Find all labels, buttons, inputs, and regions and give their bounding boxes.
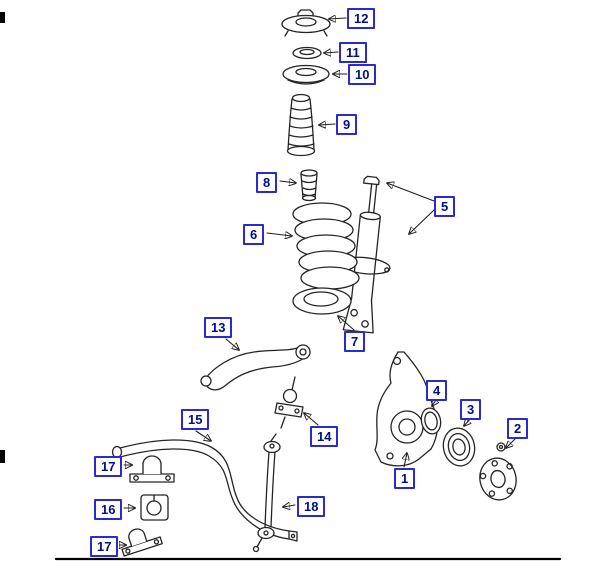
- wheel-bearing-drawing: [442, 427, 476, 467]
- strut-support-drawing: [281, 9, 331, 37]
- strut-bearing-drawing: [292, 46, 322, 60]
- callout-1[interactable]: 1: [394, 468, 416, 489]
- stabilizer-bar-drawing: [111, 439, 298, 542]
- callout-17-upper[interactable]: 17: [94, 456, 123, 477]
- callout-10[interactable]: 10: [348, 64, 377, 85]
- callout-5[interactable]: 5: [434, 196, 456, 217]
- coil-spring-drawing: [292, 202, 360, 290]
- callout-9[interactable]: 9: [336, 114, 358, 135]
- callout-3[interactable]: 3: [460, 399, 482, 420]
- callout-17-lower[interactable]: 17: [90, 536, 119, 557]
- callout-18[interactable]: 18: [297, 496, 326, 517]
- steering-knuckle-drawing: [374, 351, 439, 467]
- callout-15[interactable]: 15: [181, 409, 210, 430]
- callout-13[interactable]: 13: [204, 317, 233, 338]
- callout-7[interactable]: 7: [344, 331, 366, 352]
- axle-hub-drawing: [479, 442, 517, 501]
- bushing-bracket-upper-drawing: [129, 455, 175, 483]
- snap-ring-drawing: [420, 407, 442, 435]
- bushing-bracket-lower-drawing: [121, 528, 163, 557]
- page-edge-mark: [0, 450, 5, 463]
- callout-leader-lines: [120, 18, 517, 545]
- callout-16[interactable]: 16: [94, 499, 123, 520]
- lower-control-arm-drawing: [200, 344, 311, 391]
- stabilizer-link-drawing: [252, 433, 281, 553]
- spring-insulator-drawing: [292, 287, 352, 315]
- callout-14[interactable]: 14: [310, 426, 339, 447]
- ball-joint-drawing: [274, 376, 304, 429]
- callout-8[interactable]: 8: [256, 172, 278, 193]
- callout-4[interactable]: 4: [426, 380, 448, 401]
- upper-spring-seat-drawing: [282, 64, 330, 85]
- spring-bumper-drawing: [300, 169, 318, 202]
- callout-6[interactable]: 6: [243, 224, 265, 245]
- callout-12[interactable]: 12: [347, 8, 376, 29]
- page-edge-mark: [0, 12, 5, 23]
- callout-2[interactable]: 2: [507, 418, 529, 439]
- callout-11[interactable]: 11: [339, 42, 367, 63]
- dust-cover-drawing: [286, 93, 316, 157]
- stabilizer-bushing-drawing: [140, 494, 169, 521]
